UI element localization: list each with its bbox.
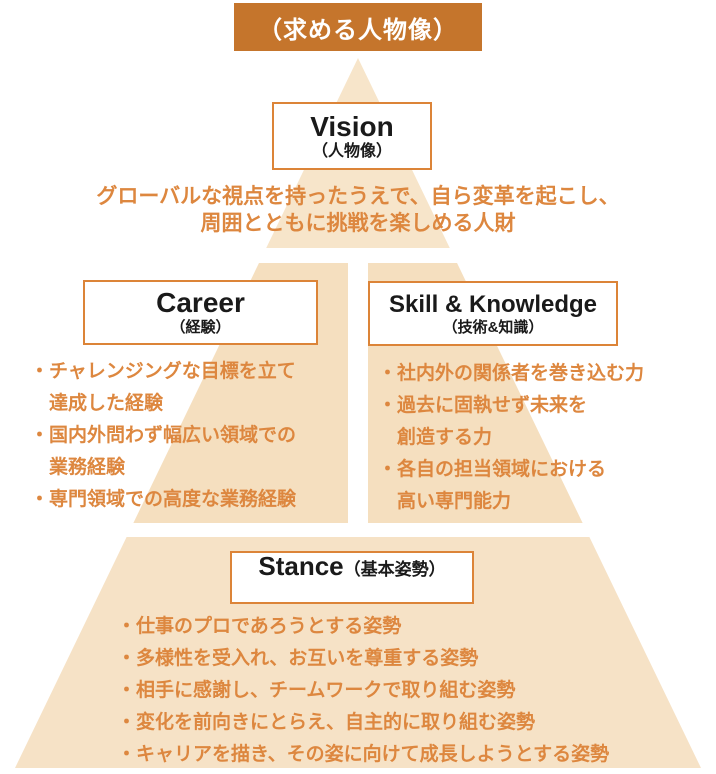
stance-bullet-item: ・変化を前向きにとらえ、自主的に取り組む姿勢 <box>117 712 536 733</box>
career-box: Career （経験） <box>83 280 318 345</box>
skill-bullet-item: ・各自の担当領域における 高い専門能力 <box>378 459 607 512</box>
career-title: Career <box>156 287 245 318</box>
career-bullet-item: ・専門領域での高度な業務経験 <box>30 489 297 510</box>
stance-bullet-item: ・多様性を受入れ、お互いを尊重する姿勢 <box>117 648 479 669</box>
skill-subtitle: （技術&知識） <box>442 318 544 336</box>
skill-bullet-list: ・社内外の関係者を巻き込む力・過去に固執せず未来を 創造する力・各自の担当領域に… <box>378 358 688 518</box>
stance-subtitle: （基本姿勢） <box>343 560 446 579</box>
skill-bullet-item: ・過去に固執せず未来を 創造する力 <box>378 395 588 448</box>
stance-bullet-item: ・キャリアを描き、その姿に向けて成長しようとする姿勢 <box>117 744 610 765</box>
header-banner-label: （求める人物像） <box>258 16 458 44</box>
stance-box: Stance（基本姿勢） <box>230 551 474 604</box>
skill-title: Skill & Knowledge <box>388 290 598 318</box>
header-banner: （求める人物像） <box>234 3 482 51</box>
career-bullet-list: ・チャレンジングな目標を立て 達成した経験・国内外問わず幅広い領域での 業務経験… <box>30 356 340 516</box>
stance-bullet-list: ・仕事のプロであろうとする姿勢・多様性を受入れ、お互いを尊重する姿勢・相手に感謝… <box>117 611 697 771</box>
career-subtitle: （経験） <box>170 319 231 336</box>
stance-title: Stance <box>258 551 344 581</box>
vision-statement: グローバルな視点を持ったうえで、自ら変革を起こし、 周囲とともに挑戦を楽しめる人… <box>0 183 716 237</box>
vision-box: Vision （人物像） <box>272 102 432 170</box>
career-bullet-item: ・チャレンジングな目標を立て 達成した経験 <box>30 361 296 414</box>
vision-subtitle: （人物像） <box>311 142 392 160</box>
career-bullet-item: ・国内外問わず幅広い領域での 業務経験 <box>30 425 297 478</box>
vision-statement-line1: グローバルな視点を持ったうえで、自ら変革を起こし、 <box>96 185 620 208</box>
vision-statement-line2: 周囲とともに挑戦を楽しめる人財 <box>200 212 516 235</box>
stance-bullet-item: ・仕事のプロであろうとする姿勢 <box>117 616 402 637</box>
skill-box: Skill & Knowledge （技術&知識） <box>368 281 618 346</box>
skill-bullet-item: ・社内外の関係者を巻き込む力 <box>378 363 645 384</box>
vision-title: Vision <box>310 110 394 142</box>
stance-bullet-item: ・相手に感謝し、チームワークで取り組む姿勢 <box>117 680 516 701</box>
